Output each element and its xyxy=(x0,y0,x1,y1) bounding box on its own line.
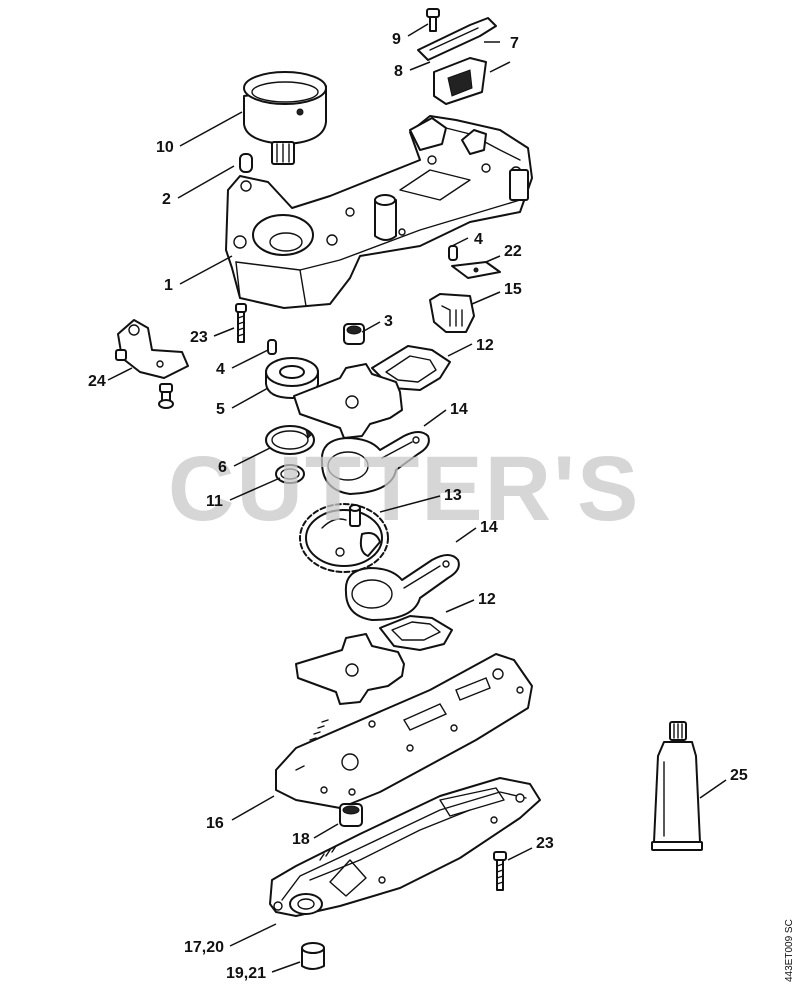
callout-12-lower: 12 xyxy=(478,591,496,608)
part-1-gear-housing[interactable] xyxy=(225,115,533,309)
callout-18: 18 xyxy=(292,831,310,848)
part-4-pin-lower[interactable] xyxy=(267,339,277,355)
callout-19-21: 19,21 xyxy=(226,965,266,982)
callout-4-lower: 4 xyxy=(216,361,225,378)
callout-15: 15 xyxy=(504,281,522,298)
part-2-pin[interactable] xyxy=(239,153,253,173)
callout-24: 24 xyxy=(88,373,106,390)
part-19-21-plug[interactable] xyxy=(301,942,325,970)
part-11-ring[interactable] xyxy=(275,464,305,484)
part-9-screw[interactable] xyxy=(426,8,440,32)
callout-1: 1 xyxy=(164,277,173,294)
callout-16: 16 xyxy=(206,815,224,832)
part-10-clutch-drum[interactable] xyxy=(243,71,327,165)
callout-2: 2 xyxy=(162,191,171,208)
callout-17-20: 17,20 xyxy=(184,939,224,956)
part-12-cross-plate-upper[interactable] xyxy=(293,363,403,439)
part-8-guide-block[interactable] xyxy=(433,57,487,105)
callout-6: 6 xyxy=(218,459,227,476)
part-25-grease-tube[interactable] xyxy=(651,721,703,851)
part-24-clip[interactable] xyxy=(115,319,189,409)
callout-3: 3 xyxy=(384,313,393,330)
callout-12-upper: 12 xyxy=(476,337,494,354)
callout-13: 13 xyxy=(444,487,462,504)
part-23-screw-upper[interactable] xyxy=(235,303,247,343)
drawing-code: 443ET009 SC xyxy=(784,919,795,982)
part-5-ball-bearing[interactable] xyxy=(265,357,319,399)
callout-14-upper: 14 xyxy=(450,401,468,418)
part-4-pin-upper[interactable] xyxy=(448,245,458,261)
part-16-gasket-plate[interactable] xyxy=(275,653,533,809)
part-7-cover[interactable] xyxy=(417,17,497,61)
part-17-20-gear-cover[interactable] xyxy=(269,777,541,917)
part-18-needle-bearing[interactable] xyxy=(339,803,363,827)
callout-9: 9 xyxy=(392,31,401,48)
part-22-plate[interactable] xyxy=(451,261,501,279)
part-15-bracket[interactable] xyxy=(429,293,475,333)
callout-labels: 9 7 8 10 2 1 4 22 15 23 3 12 24 4 5 14 6… xyxy=(88,31,748,982)
part-6-snap-ring[interactable] xyxy=(265,425,315,455)
callout-14-lower: 14 xyxy=(480,519,498,536)
callout-25: 25 xyxy=(730,767,748,784)
callout-23-upper: 23 xyxy=(190,329,208,346)
callout-5: 5 xyxy=(216,401,225,418)
part-13-gear[interactable] xyxy=(299,503,389,573)
callout-8: 8 xyxy=(394,63,403,80)
part-12-shim-lower[interactable] xyxy=(379,615,453,651)
part-3-needle-bearing[interactable] xyxy=(343,323,365,345)
part-14-lever-lower[interactable] xyxy=(344,554,460,621)
callout-11: 11 xyxy=(206,493,223,510)
part-14-lever-upper[interactable] xyxy=(320,431,430,495)
callout-7: 7 xyxy=(510,35,519,52)
callout-4-upper: 4 xyxy=(474,231,483,248)
part-12-cross-plate-lower[interactable] xyxy=(295,633,405,705)
part-23-screw-lower[interactable] xyxy=(493,851,507,891)
callout-22: 22 xyxy=(504,243,522,260)
leader-lines xyxy=(107,23,727,973)
callout-23-lower: 23 xyxy=(536,835,554,852)
watermark: CUTTER'S xyxy=(168,438,640,540)
callout-10: 10 xyxy=(156,139,174,156)
